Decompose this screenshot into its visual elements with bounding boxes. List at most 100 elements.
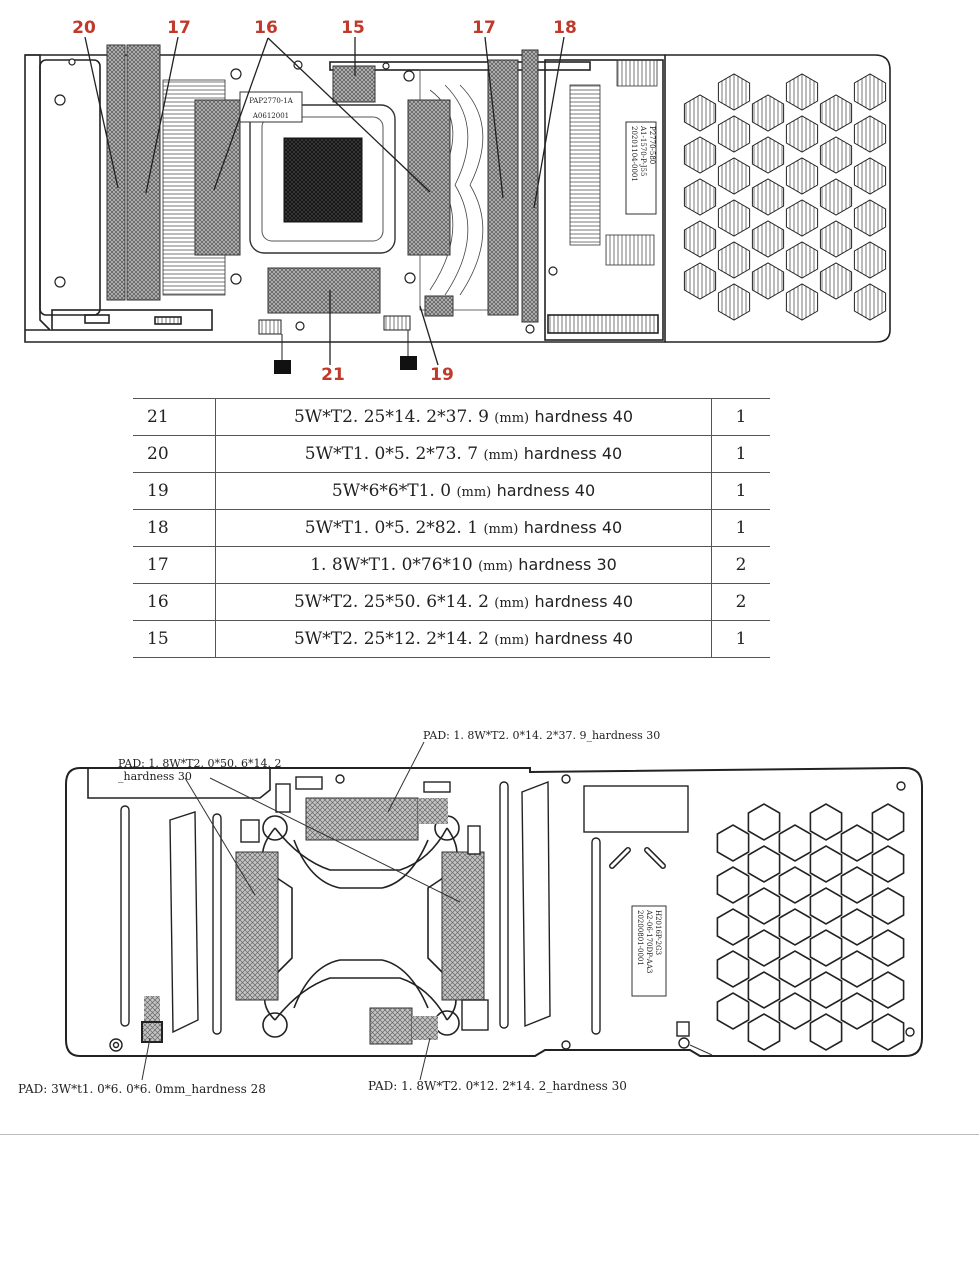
part-label-left-line2: A0612001: [252, 112, 289, 120]
vent-hex: [778, 908, 812, 946]
pad-16-left: [194, 99, 241, 256]
vent-hex: [717, 199, 751, 237]
callout-21: 21: [321, 365, 345, 385]
table-row: 16 5W*T2. 25*50. 6*14. 2 (mm) hardness 4…: [133, 583, 770, 621]
vent-hex: [716, 992, 750, 1030]
vent-hex: [683, 94, 717, 132]
pad-17-right: [487, 59, 519, 316]
callout-17-left: 17: [167, 18, 191, 38]
vent-hex: [809, 971, 843, 1009]
row-spec: 5W*T2. 25*12. 2*14. 2 (mm) hardness 40: [215, 620, 712, 658]
row-number: 17: [133, 546, 216, 584]
vent-hex: [785, 283, 819, 321]
heatsink-fins-right: [569, 84, 601, 246]
row-qty: 1: [711, 472, 770, 510]
part-label-left-line1: PAP2770-1A: [249, 97, 293, 105]
vent-hex: [819, 220, 853, 258]
backplate-label: H2016P-2G3 A2-06-170DP-AA3 20200801-0001: [631, 905, 667, 997]
table-row: 21 5W*T2. 25*14. 2*37. 9 (mm) hardness 4…: [133, 398, 770, 436]
honeycomb-vent-bottom: [716, 803, 905, 1051]
vent-hex: [683, 262, 717, 300]
vent-hex: [778, 950, 812, 988]
screws-top: [54, 58, 558, 334]
vent-hex: [871, 887, 905, 925]
vent-hex: [717, 157, 751, 195]
row-qty: 1: [711, 435, 770, 473]
pad-small-left: [144, 996, 160, 1022]
vent-hex: [853, 73, 887, 111]
cross-frame: [261, 815, 460, 1038]
vent-hex: [747, 971, 781, 1009]
pad-top-center-edge: [418, 798, 448, 824]
vent-hex: [716, 950, 750, 988]
pad-left-mid: [235, 851, 279, 1001]
callout-18: 18: [553, 18, 577, 38]
vent-hex: [840, 950, 874, 988]
vent-hex: [716, 866, 750, 904]
table-row: 19 5W*6*6*T1. 0 (mm) hardness 40 1: [133, 472, 770, 510]
pad-20: [106, 44, 126, 301]
part-label-right-line2: A1-1570-P-J55: [639, 125, 647, 176]
bottom-diagram-backplate: H2016P-2G3 A2-06-170DP-AA3 20200801-0001…: [18, 729, 923, 1096]
row-spec: 5W*T2. 25*50. 6*14. 2 (mm) hardness 40: [215, 583, 712, 621]
annotation-text: PAD: 1. 8W*T2. 0*14. 2*37. 9_hardness 30…: [18, 729, 660, 1096]
vent-hex: [716, 908, 750, 946]
vent-hex: [853, 115, 887, 153]
connectors-bottom: [258, 315, 417, 374]
pad-annotation-bottom-left: PAD: 3W*t1. 0*6. 0*6. 0mm_hardness 28: [18, 1082, 266, 1096]
part-label-right-line3: 20201104-0001: [630, 126, 638, 182]
vent-hex: [683, 178, 717, 216]
thermal-pad-spec-table: 21 5W*T2. 25*14. 2*37. 9 (mm) hardness 4…: [133, 398, 770, 658]
pad-annotation-bottom-center: PAD: 1. 8W*T2. 0*12. 2*14. 2_hardness 30: [368, 1079, 627, 1093]
vent-hex: [853, 241, 887, 279]
vent-hex: [683, 136, 717, 174]
small-components: [240, 776, 690, 1037]
vent-hex: [853, 199, 887, 237]
backplate-label-line2: A2-06-170DP-AA3: [645, 909, 653, 973]
vent-hex: [717, 73, 751, 111]
vent-hex: [751, 262, 785, 300]
vent-hex: [809, 929, 843, 967]
pad-19: [424, 295, 454, 317]
row-number: 21: [133, 398, 216, 436]
vent-hex: [751, 178, 785, 216]
vent-hex: [785, 241, 819, 279]
vent-hex: [747, 929, 781, 967]
callout-numbers: 20 17 16 15 17 18 21 19: [72, 18, 577, 385]
fin-block-top-right: [616, 59, 658, 87]
row-qty: 2: [711, 546, 770, 584]
pad-bottom-center: [369, 1007, 413, 1045]
vent-hex: [840, 866, 874, 904]
callout-15: 15: [341, 18, 365, 38]
vent-hex: [819, 262, 853, 300]
row-qty: 1: [711, 509, 770, 547]
vent-hex: [747, 803, 781, 841]
vent-hex: [778, 824, 812, 862]
vent-hex: [871, 929, 905, 967]
table-row: 17 1. 8W*T1. 0*76*10 (mm) hardness 30 2: [133, 546, 770, 584]
honeycomb-vent-top: [683, 73, 887, 321]
vent-hex: [840, 824, 874, 862]
table-row: 15 5W*T2. 25*12. 2*14. 2 (mm) hardness 4…: [133, 620, 770, 658]
row-qty: 2: [711, 583, 770, 621]
pad-annotation-left-line1: PAD: 1. 8W*T2. 0*50. 6*14. 2: [118, 757, 281, 770]
part-label-left: PAP2770-1A A0612001: [239, 91, 303, 123]
row-spec: 5W*T1. 0*5. 2*73. 7 (mm) hardness 40: [215, 435, 712, 473]
vent-hex: [717, 115, 751, 153]
row-number: 18: [133, 509, 216, 547]
vent-hex: [809, 845, 843, 883]
row-spec: 1. 8W*T1. 0*76*10 (mm) hardness 30: [215, 546, 712, 584]
vent-hex: [747, 887, 781, 925]
row-number: 19: [133, 472, 216, 510]
backplate-label-line3: 20200801-0001: [636, 910, 644, 966]
page-divider: [0, 1134, 979, 1135]
pad-small-left-box: [141, 1021, 163, 1043]
vent-hex: [819, 178, 853, 216]
vent-hex: [747, 845, 781, 883]
pad-15: [332, 65, 376, 103]
pad-annotation-top: PAD: 1. 8W*T2. 0*14. 2*37. 9_hardness 30: [423, 729, 660, 742]
board-outline: [24, 54, 891, 343]
callout-19: 19: [430, 365, 454, 385]
vent-hex: [809, 887, 843, 925]
vent-hex: [871, 845, 905, 883]
